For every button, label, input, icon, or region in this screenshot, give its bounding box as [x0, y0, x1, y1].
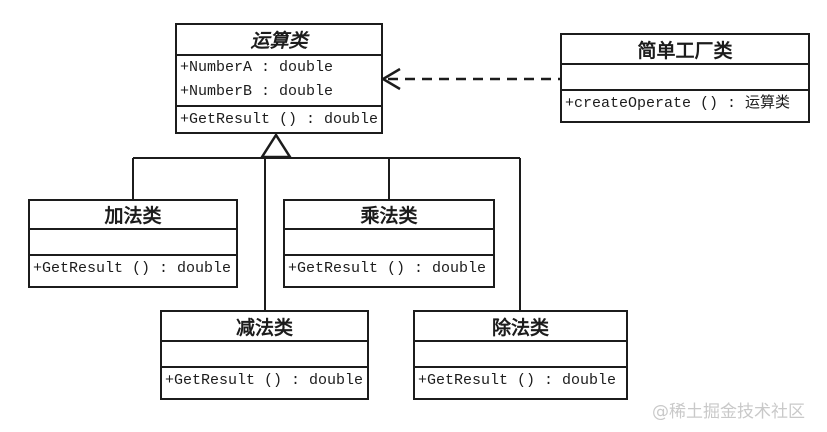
class-method: +GetResult () : double — [418, 372, 617, 389]
class-box-simple-factory: 简单工厂类 +createOperate () : 运算类 — [560, 33, 810, 123]
methods-compartment: +GetResult () : double — [177, 105, 381, 132]
class-name: 乘法类 — [360, 205, 418, 227]
methods-compartment: +GetResult () : double — [285, 254, 493, 282]
class-method: +GetResult () : double — [165, 372, 364, 389]
attributes-compartment — [415, 340, 626, 366]
class-box-subtraction: 减法类 +GetResult () : double — [160, 310, 369, 400]
class-name: 运算类 — [250, 30, 308, 52]
class-name: 减法类 — [235, 316, 293, 339]
methods-compartment: +GetResult () : double — [30, 254, 236, 282]
attributes-compartment — [30, 228, 236, 254]
class-method: +GetResult () : double — [180, 111, 379, 128]
class-box-addition: 加法类 +GetResult () : double — [28, 199, 238, 288]
dependency-open-arrowhead-icon — [380, 67, 401, 91]
class-attribute: +NumberB : double — [180, 83, 334, 100]
class-method: +GetResult () : double — [288, 260, 487, 277]
attributes-compartment: +NumberA : double +NumberB : double — [177, 54, 381, 105]
attributes-compartment — [285, 228, 493, 254]
class-attribute: +NumberA : double — [180, 59, 334, 76]
class-box-division: 除法类 +GetResult () : double — [413, 310, 628, 400]
class-method: +createOperate () : 运算类 — [565, 95, 791, 112]
class-box-multiplication: 乘法类 +GetResult () : double — [283, 199, 495, 288]
class-name: 加法类 — [104, 205, 162, 227]
class-box-operation: 运算类 +NumberA : double +NumberB : double … — [175, 23, 383, 134]
methods-compartment: +createOperate () : 运算类 — [562, 89, 808, 117]
methods-compartment: +GetResult () : double — [162, 366, 367, 394]
inheritance-triangle-icon — [259, 132, 293, 159]
attributes-compartment — [562, 63, 808, 89]
class-name: 除法类 — [491, 316, 549, 339]
class-method: +GetResult () : double — [33, 260, 232, 277]
methods-compartment: +GetResult () : double — [415, 366, 626, 394]
watermark: @稀土掘金技术社区 — [652, 402, 805, 422]
class-name: 简单工厂类 — [637, 39, 733, 62]
attributes-compartment — [162, 340, 367, 366]
